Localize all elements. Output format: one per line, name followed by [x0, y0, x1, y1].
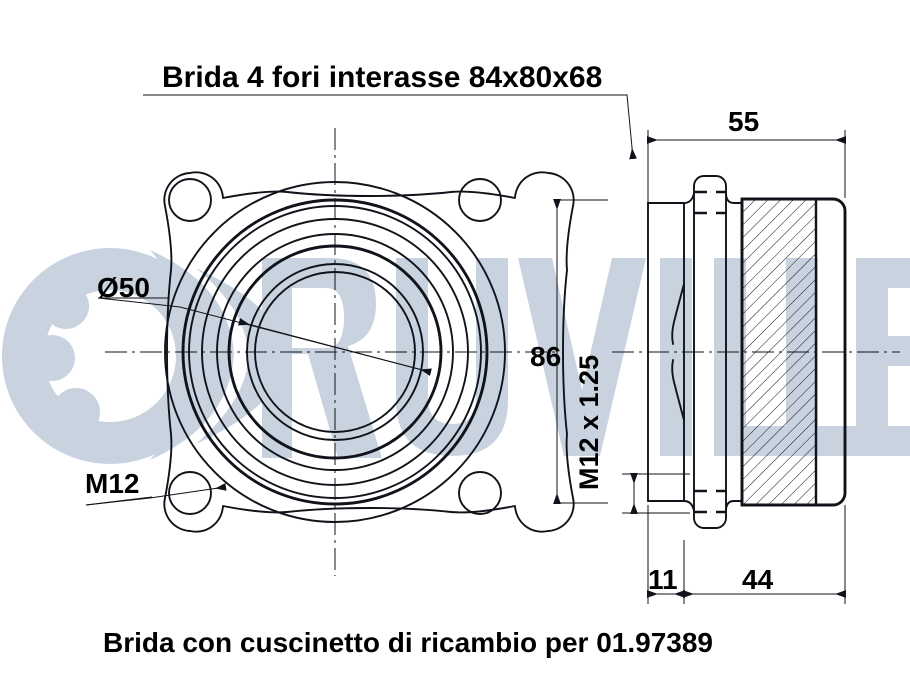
- bore-diameter-leader-back: [238, 317, 431, 373]
- flange-cross-section: [612, 175, 900, 529]
- overall-width-label: 55: [728, 106, 759, 137]
- bearing-logo-icon: [1, 247, 288, 465]
- section-break-line-upper: [671, 283, 685, 345]
- ring-outer-boss: [164, 181, 506, 523]
- bolt-hole-top-right: [458, 178, 502, 222]
- ring-seal-inner: [216, 233, 454, 471]
- drawing-caption: Brida con cuscinetto di ricambio per 01.…: [103, 627, 713, 658]
- ring-seal-outer: [201, 218, 469, 486]
- bolt-thread-label: M12: [85, 468, 139, 499]
- ring-bearing-inner: [227, 244, 443, 460]
- bolt-hole-top-left: [168, 178, 212, 222]
- dimension-layer: [85, 94, 846, 604]
- flange-height-label: 86: [530, 341, 561, 372]
- bolt-thread-leader-shelf: [85, 496, 153, 506]
- section-outer-shell: [740, 197, 847, 507]
- section-break-line-lower: [671, 359, 685, 421]
- ring-bore-chamfer: [246, 263, 424, 441]
- bolt-hole-bottom-right: [458, 471, 502, 515]
- hub-thread-label: M12 x 1.25: [574, 355, 604, 490]
- ring-bore: [254, 271, 416, 433]
- bore-diameter-label: Ø50: [97, 272, 150, 303]
- ring-bearing-outer: [181, 198, 489, 506]
- ring-bearing-outer-inner: [188, 205, 482, 499]
- shoulder-width-label: 11: [648, 564, 678, 595]
- drawing-title: Brida 4 fori interasse 84x80x68: [162, 61, 602, 94]
- body-width-label: 44: [742, 564, 774, 595]
- title-leader-line: [143, 94, 637, 160]
- section-collar-profile-lower: [647, 500, 743, 529]
- section-collar-profile: [647, 175, 743, 204]
- flange-front-view: [105, 128, 575, 576]
- bolt-hole-bottom-left: [168, 471, 212, 515]
- flange-outline: [163, 171, 575, 533]
